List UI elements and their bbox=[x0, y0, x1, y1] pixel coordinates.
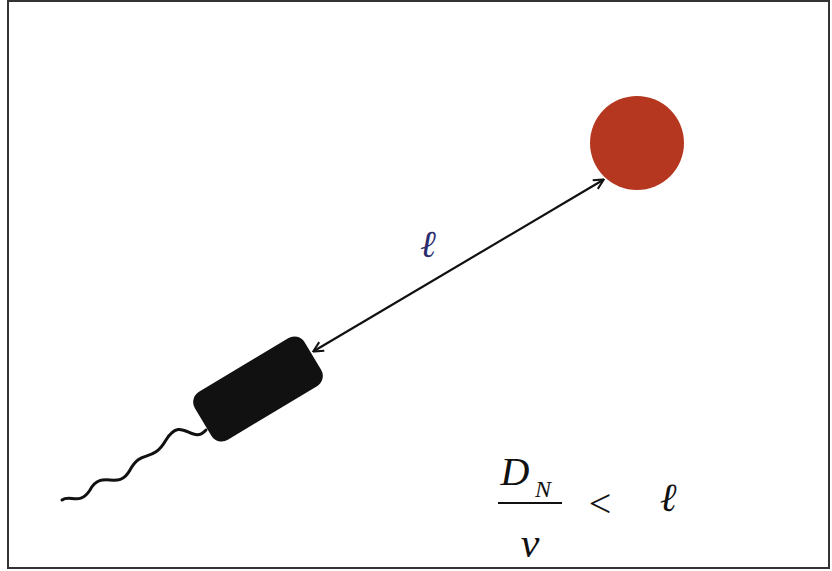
flagellum bbox=[62, 429, 206, 500]
formula-operator: < bbox=[589, 484, 612, 524]
formula-subscript: N bbox=[535, 477, 551, 501]
distance-arrow bbox=[314, 180, 603, 351]
frame bbox=[8, 1, 829, 568]
target-particle bbox=[590, 96, 684, 190]
formula-symbol: ν bbox=[521, 522, 540, 564]
formula-symbol: D bbox=[501, 452, 530, 492]
bacterium bbox=[189, 332, 328, 446]
fraction-bar bbox=[498, 502, 562, 504]
formula-symbol: ℓ bbox=[660, 478, 677, 518]
distance-label: ℓ bbox=[420, 225, 436, 263]
